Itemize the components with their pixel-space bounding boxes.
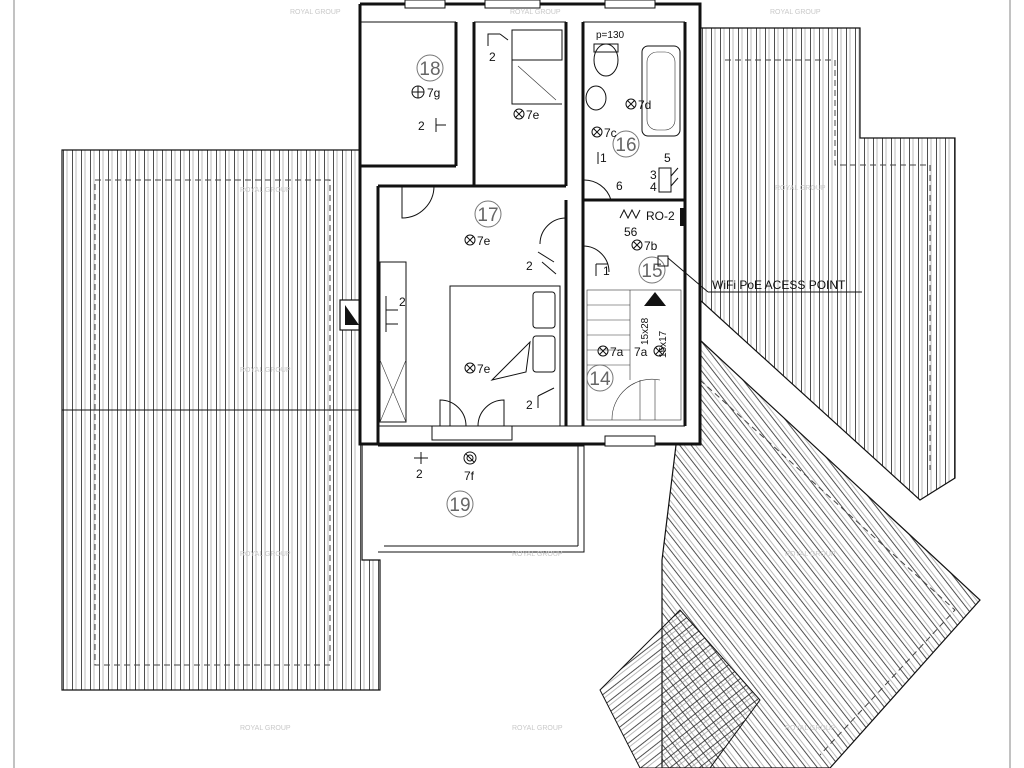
svg-text:7a: 7a — [610, 345, 624, 359]
svg-text:2: 2 — [489, 50, 496, 64]
svg-text:3: 3 — [650, 168, 657, 182]
room-15: 15 — [638, 256, 666, 284]
access-point-icon — [644, 292, 666, 306]
svg-text:1: 1 — [600, 151, 607, 165]
watermarks: ROYAL GROUP ROYAL GROUP ROYAL GROUP ROYA… — [240, 9, 836, 732]
wifi-access-point: WiFi PoE ACESS POINT 15x28 15x17 — [640, 255, 862, 358]
distribution-panel: RO-2 56 — [619, 208, 685, 239]
svg-text:17: 17 — [477, 205, 498, 226]
svg-text:7g: 7g — [427, 86, 440, 100]
svg-text:19: 19 — [449, 495, 470, 516]
fixture-7e: 7e — [464, 362, 491, 376]
svg-text:7a: 7a — [634, 345, 648, 359]
fixture-7e: 7e — [513, 108, 540, 122]
svg-text:15x17: 15x17 — [658, 330, 669, 358]
roof-right-upper — [699, 27, 956, 501]
svg-text:ROYAL GROUP: ROYAL GROUP — [510, 9, 561, 16]
fixture-7d: 7d — [625, 98, 651, 112]
svg-text:5: 5 — [664, 151, 671, 165]
svg-text:7d: 7d — [638, 98, 651, 112]
socket-1: 1 — [595, 263, 610, 278]
svg-text:16: 16 — [615, 135, 636, 156]
roof-left — [61, 149, 381, 691]
svg-text:2: 2 — [416, 467, 423, 481]
furniture — [379, 29, 682, 427]
fixture-7a: 7a — [597, 345, 624, 359]
svg-text:7b: 7b — [644, 239, 658, 253]
svg-text:ROYAL GROUP: ROYAL GROUP — [775, 185, 826, 192]
fixture-7c: 7c — [591, 126, 617, 140]
svg-text:7e: 7e — [526, 108, 540, 122]
switch-2: 2 — [526, 387, 555, 412]
svg-text:1: 1 — [603, 264, 610, 278]
switch-2: 2 — [487, 33, 509, 64]
svg-text:14: 14 — [589, 369, 611, 390]
svg-text:56: 56 — [624, 225, 638, 239]
svg-text:ROYAL GROUP: ROYAL GROUP — [290, 9, 341, 16]
fixture-7e: 7e — [464, 234, 491, 248]
svg-text:ROYAL GROUP: ROYAL GROUP — [240, 367, 291, 374]
svg-text:2: 2 — [399, 295, 406, 309]
circuits: 2 2 2 2 2 2 1 — [385, 30, 685, 481]
svg-text:ROYAL GROUP: ROYAL GROUP — [785, 725, 836, 732]
svg-text:2: 2 — [418, 119, 425, 133]
svg-text:15: 15 — [641, 261, 662, 282]
svg-text:ROYAL GROUP: ROYAL GROUP — [512, 551, 563, 558]
walls — [358, 0, 702, 553]
socket-2: 2 — [414, 452, 428, 481]
svg-text:7e: 7e — [477, 362, 491, 376]
svg-text:ROYAL GROUP: ROYAL GROUP — [770, 9, 821, 16]
socket-2: 2 — [385, 295, 406, 332]
svg-text:2: 2 — [526, 398, 533, 412]
fixture-7f: 7f — [463, 451, 477, 483]
svg-text:4: 4 — [650, 180, 657, 194]
svg-text:ROYAL GROUP: ROYAL GROUP — [785, 551, 836, 558]
svg-text:ROYAL GROUP: ROYAL GROUP — [240, 187, 291, 194]
room-numbers: 18 17 16 15 14 19 — [416, 54, 666, 518]
doors — [401, 179, 612, 427]
svg-text:18: 18 — [419, 59, 440, 80]
svg-text:7f: 7f — [464, 469, 475, 483]
svg-text:ROYAL GROUP: ROYAL GROUP — [240, 725, 291, 732]
svg-text:ROYAL GROUP: ROYAL GROUP — [240, 551, 291, 558]
light-fixtures: 7g 7e 7e 7e 7d — [411, 85, 665, 483]
socket-bank-3-4: 3 4 5 — [650, 151, 679, 194]
room-18: 18 — [416, 54, 444, 82]
fixture-7b: 7b — [631, 239, 658, 253]
switch-2: 2 — [526, 251, 557, 275]
svg-text:2: 2 — [526, 259, 533, 273]
room-14: 14 — [586, 364, 614, 392]
socket-1: 1 — [597, 151, 607, 165]
fixture-7a: 7a — [634, 345, 665, 359]
room-16: 16 — [612, 130, 640, 158]
circuit-6-label: 6 — [616, 179, 623, 193]
svg-text:RO-2: RO-2 — [646, 209, 675, 223]
bath-height-label: p=130 — [596, 30, 625, 41]
fixture-7g: 7g — [411, 85, 440, 100]
socket-2: 2 — [418, 118, 446, 133]
svg-text:15x28: 15x28 — [640, 317, 651, 345]
svg-text:7e: 7e — [477, 234, 491, 248]
svg-text:ROYAL GROUP: ROYAL GROUP — [512, 725, 563, 732]
room-19: 19 — [446, 490, 474, 518]
svg-text:WiFi PoE ACESS POINT: WiFi PoE ACESS POINT — [712, 278, 846, 292]
svg-text:7c: 7c — [604, 126, 617, 140]
room-17: 17 — [474, 200, 502, 228]
